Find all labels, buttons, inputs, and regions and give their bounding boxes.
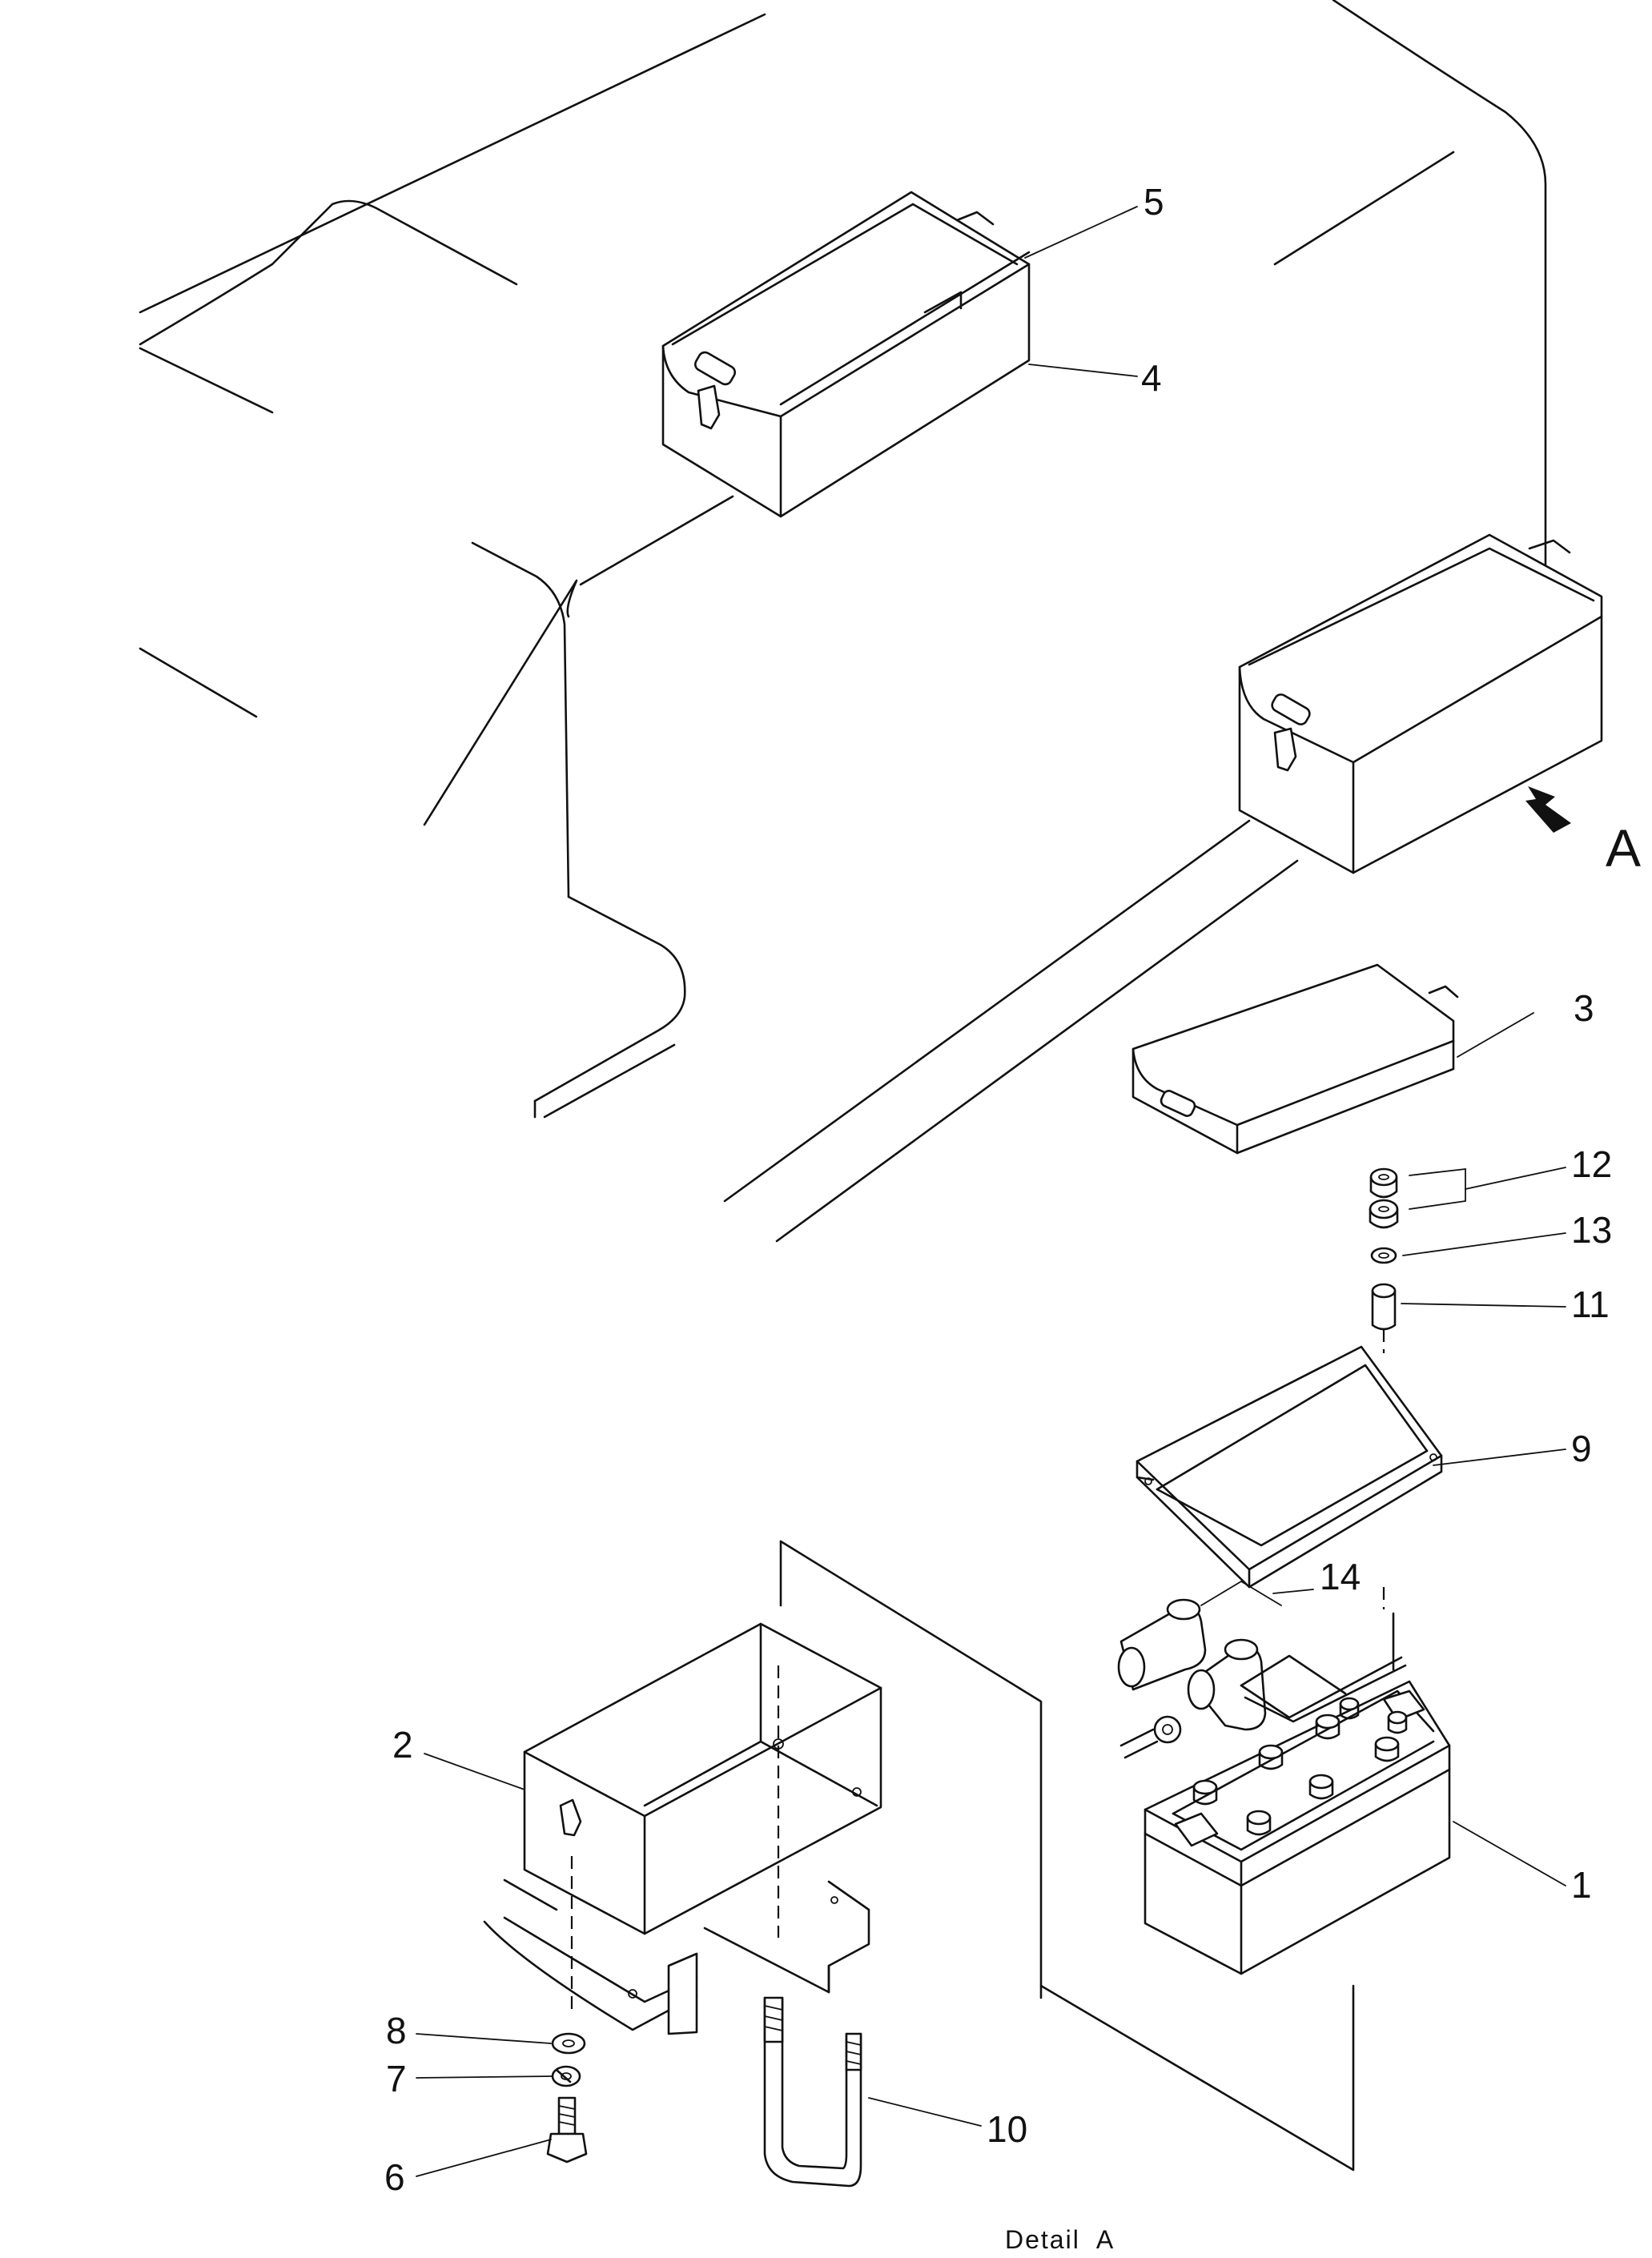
view-arrow-a: A — [1525, 786, 1641, 878]
part-label-6: 6 — [384, 2156, 405, 2198]
mounting-bracket — [483, 1878, 870, 2035]
detail-caption: Detail A — [1005, 2225, 1115, 2254]
part-label-9: 9 — [1571, 1428, 1592, 1469]
part-label-2: 2 — [392, 1724, 413, 1766]
plain-washer-8 — [551, 2032, 586, 2055]
sleeve-11 — [1371, 1283, 1397, 1331]
assembly-lines — [570, 1540, 1355, 2172]
battery-cover — [1131, 963, 1459, 1155]
machine-body-outline — [139, 0, 1547, 1243]
upper-tool-box — [661, 191, 1031, 518]
part-label-3: 3 — [1574, 987, 1594, 1029]
u-bolt — [763, 1996, 862, 2188]
battery — [1144, 1680, 1451, 1975]
terminal-covers — [1117, 1598, 1407, 1759]
washer-13 — [1370, 1247, 1397, 1264]
part-label-14: 14 — [1320, 1556, 1361, 1597]
part-label-1: 1 — [1571, 1864, 1592, 1906]
battery-caps — [1192, 1697, 1408, 1836]
right-tool-box — [1238, 533, 1603, 874]
part-label-13: 13 — [1571, 1209, 1612, 1251]
part-label-10: 10 — [987, 2108, 1027, 2150]
part-label-8: 8 — [386, 2010, 407, 2051]
battery-box — [523, 1622, 882, 1935]
bolt-6 — [546, 2096, 588, 2164]
part-label-12: 12 — [1571, 1143, 1612, 1185]
lock-washer-7 — [551, 2065, 581, 2087]
part-label-7: 7 — [386, 2058, 407, 2099]
part-labels: 5 4 3 12 13 11 9 14 1 2 8 7 6 10 — [384, 181, 1612, 2198]
leader-lines — [416, 206, 1566, 2177]
part-label-4: 4 — [1141, 357, 1162, 399]
part-label-11: 11 — [1571, 1284, 1610, 1325]
nut-stack — [1369, 1167, 1399, 1229]
part-label-5: 5 — [1144, 181, 1164, 223]
view-label: A — [1606, 818, 1641, 878]
hold-down-frame — [1135, 1329, 1443, 1609]
